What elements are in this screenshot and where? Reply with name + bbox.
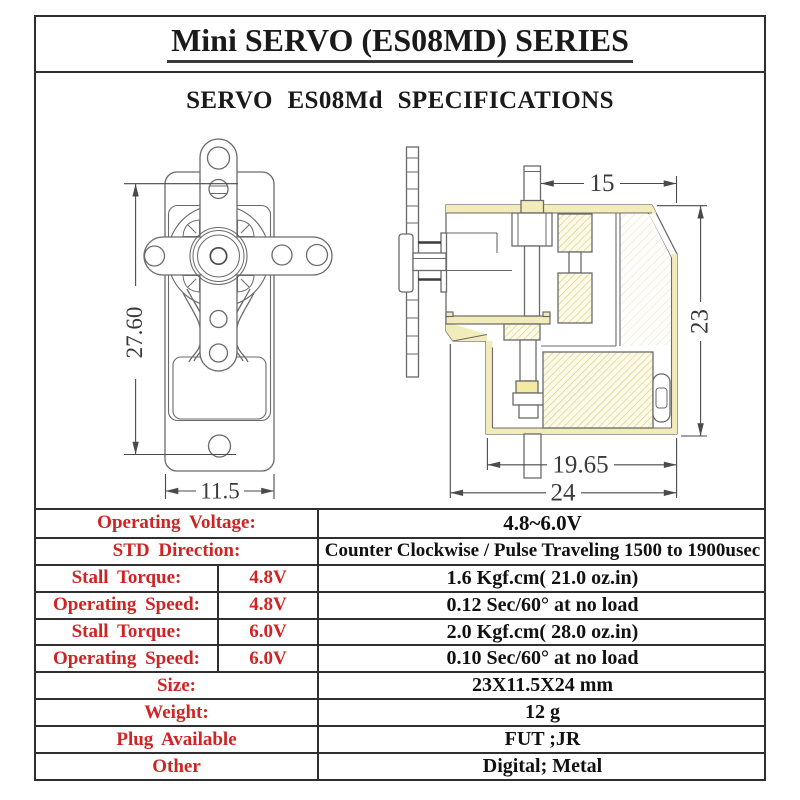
spec-row-label: Plug Available xyxy=(36,725,317,752)
spec-row-value: Counter Clockwise / Pulse Traveling 1500… xyxy=(317,536,766,564)
spec-row-voltage: 4.8V xyxy=(217,590,317,618)
dim-side-height: 23 xyxy=(687,309,714,334)
mount-hole-bottom xyxy=(207,434,232,458)
dim-front-height: 27.60 xyxy=(122,307,147,359)
spec-row-voltage: 4.8V xyxy=(217,563,317,591)
servo-horn-cross xyxy=(143,138,333,372)
page-title: Mini SERVO (ES08MD) SERIES xyxy=(167,23,633,63)
spec-row-value: 2.0 Kgf.cm( 28.0 oz.in) xyxy=(317,617,766,645)
spec-row-value: Digital; Metal xyxy=(317,752,766,779)
dim-side-lower-length: 19.65 xyxy=(552,451,608,478)
dim-front-width: 11.5 xyxy=(200,479,239,504)
front-view-dimensions xyxy=(124,183,275,499)
spec-row-value: 12 g xyxy=(317,698,766,726)
motor-block xyxy=(542,351,654,429)
spec-row-label: Operating Speed: xyxy=(36,590,217,618)
dim-side-shaft-offset: 15 xyxy=(590,170,615,197)
spec-row-value: FUT ;JR xyxy=(317,725,766,753)
spec-row-label: Stall Torque: xyxy=(36,617,217,645)
spec-row-label: Stall Torque: xyxy=(36,563,217,591)
spec-row-value: 23X11.5X24 mm xyxy=(317,671,766,699)
spec-row-value: 4.8~6.0V xyxy=(317,510,766,537)
spec-row-value: 0.12 Sec/60° at no load xyxy=(317,590,766,618)
spec-row-label: Operating Speed: xyxy=(36,644,217,671)
output-shaft-side xyxy=(412,252,447,272)
side-view-dimensions xyxy=(449,176,707,498)
side-view xyxy=(398,146,678,479)
middle-plate xyxy=(445,315,551,325)
spec-row-voltage: 6.0V xyxy=(217,644,317,672)
spec-row-label: Operating Voltage: xyxy=(97,512,256,534)
spec-row-label: Other xyxy=(36,752,317,779)
spec-row-value: 0.10 Sec/60° at no load xyxy=(317,644,766,672)
spec-row-label: STD Direction: xyxy=(36,536,317,564)
spec-row-voltage: 6.0V xyxy=(217,617,317,645)
horn-hub-washer xyxy=(398,233,414,293)
front-view xyxy=(143,138,333,472)
title-row: Mini SERVO (ES08MD) SERIES xyxy=(34,15,766,71)
subtitle-row: SERVO ES08Md SPECIFICATIONS xyxy=(34,71,766,128)
spec-row-label: Size: xyxy=(36,671,317,698)
spec-row-value: 1.6 Kgf.cm( 21.0 oz.in) xyxy=(317,563,766,591)
bottom-screw-boss xyxy=(523,433,542,479)
output-shaft-hole xyxy=(209,246,228,266)
page-subtitle: SERVO ES08Md SPECIFICATIONS xyxy=(186,86,614,114)
dim-side-overall-length: 24 xyxy=(551,479,577,506)
spec-row-label: Weight: xyxy=(36,698,317,725)
